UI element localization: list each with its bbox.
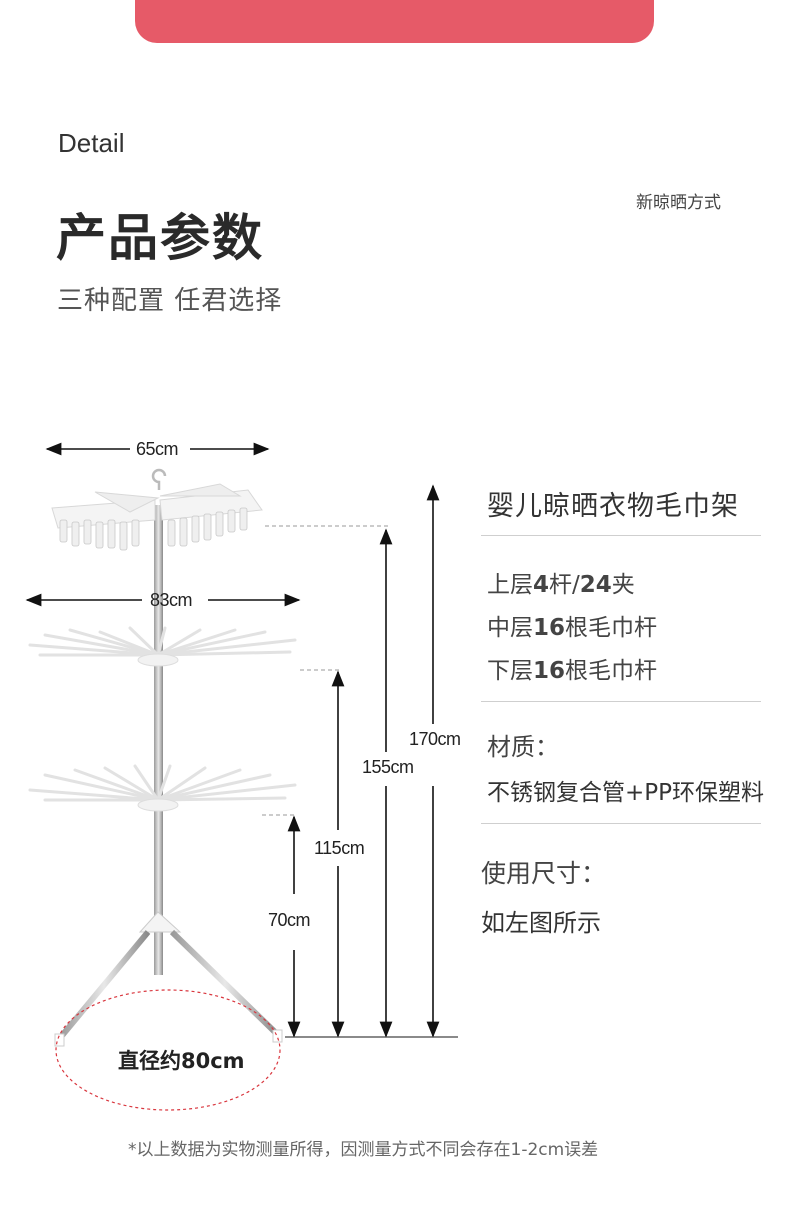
spec-middle-tier: 中层16根毛巾杆 [487,615,658,641]
top-tier [51,483,263,529]
middle-tier-hub [137,653,179,667]
measurement-footnote: *以上数据为实物测量所得，因测量方式不同会存在1-2cm误差 [128,1140,599,1160]
product-name: 婴儿晾晒衣物毛巾架 [487,491,739,522]
top-note: 新晾晒方式 [636,193,721,213]
top-accent-bar [135,0,654,43]
tripod-leg-right [169,929,281,1038]
hook-icon [151,468,167,490]
height-115-label: 115cm [314,838,365,858]
lower-tier-hub [137,798,179,812]
middle-width-label: 83cm [150,590,193,610]
spec-lower-tier: 下层16根毛巾杆 [487,658,658,684]
lower-tier-rods [28,764,297,802]
diameter-label: 直径约80cm [118,1049,245,1073]
divider-3 [481,823,761,824]
detail-label: Detail [58,128,125,158]
height-170-label: 170cm [409,729,461,749]
material-value: 不锈钢复合管+PP环保塑料 [487,780,765,806]
page-title: 产品参数 [56,209,264,267]
page-subtitle: 三种配置 任君选择 [57,286,283,316]
usage-label: 使用尺寸： [481,859,607,888]
diameter-ring [55,989,281,1111]
divider-2 [481,701,761,702]
tripod-leg-left [57,930,151,1040]
spec-top-tier: 上层4杆/24夹 [487,572,635,598]
usage-value: 如左图所示 [481,909,601,937]
top-width-label: 65cm [136,439,179,459]
tripod-hub [138,911,182,933]
center-pole [154,505,163,975]
divider-1 [481,535,761,536]
middle-tier-rods [28,626,297,657]
height-155-label: 155cm [362,757,414,777]
clothespin-row [59,507,248,551]
material-label: 材质： [487,733,559,761]
height-70-label: 70cm [268,910,311,930]
